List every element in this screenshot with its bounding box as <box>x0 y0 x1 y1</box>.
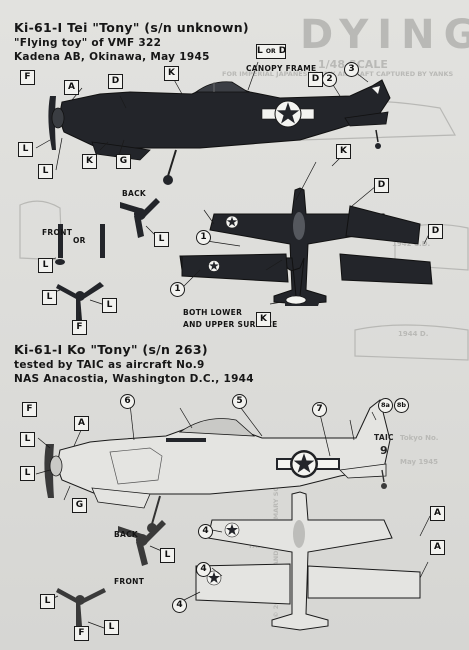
callout-6-s2: 6 <box>120 394 135 409</box>
s1-front-label: FRONT <box>42 228 73 237</box>
s2-top-view <box>195 491 421 631</box>
callout-1-s1b: 1 <box>170 282 185 297</box>
callout-L-s1a: L <box>18 142 33 157</box>
callout-4-s2a: 4 <box>198 524 213 539</box>
s2-front-label: FRONT <box>114 577 145 586</box>
s1-top-view <box>209 187 391 305</box>
callout-8b-s2: 8b <box>394 398 409 413</box>
both-lower-note: BOTH LOWER <box>183 308 243 317</box>
s2-location: NAS Anacostia, Washington D.C., 1944 <box>14 373 254 385</box>
tail-number: 9 <box>380 444 388 457</box>
callout-D-s1b: D <box>308 72 323 87</box>
callout-A-s2b: A <box>430 506 445 521</box>
callout-L-s2a: L <box>20 432 35 447</box>
callout-K-s1c: K <box>336 144 351 159</box>
callout-F-s2: F <box>22 402 37 417</box>
callout-L-s1c: L <box>154 232 169 247</box>
callout-A-s2: A <box>74 416 89 431</box>
canopy-frame-note: CANOPY FRAME <box>246 64 317 73</box>
tail-code: TAIC <box>374 433 394 442</box>
s1-subtitle: "Flying toy" of VMF 322 <box>14 37 162 49</box>
callout-5-s2: 5 <box>232 394 247 409</box>
s1-side-view <box>48 79 391 185</box>
callout-1-s1a: 1 <box>196 230 211 245</box>
callout-L-s1d: L <box>38 258 53 273</box>
callout-L-s1e: L <box>42 290 57 305</box>
callout-7-s2: 7 <box>312 402 327 417</box>
s2-title: Ki-61-I Ko "Tony" (s/n 263) <box>14 342 208 357</box>
bg-faint-3: Tokyo No. <box>400 434 439 442</box>
bg-dying-word: DYING <box>300 12 469 58</box>
callout-K-s1d: K <box>256 312 271 327</box>
callout-D-s1: D <box>108 74 123 89</box>
callout-F-s1b: F <box>72 320 87 335</box>
callout-4-s2c: 4 <box>172 598 187 613</box>
callout-L-s1f: L <box>102 298 117 313</box>
s2-back-label: BACK <box>114 530 139 539</box>
callout-L-s2e: L <box>104 620 119 635</box>
callout-D-s1d: D <box>428 224 443 239</box>
bg-faint-1: 1942 C.D. <box>392 240 431 248</box>
callout-F-s1: F <box>20 70 35 85</box>
s2-propeller-front <box>56 588 106 626</box>
s2-side-view <box>44 399 391 533</box>
s1-title: Ki-61-I Tei "Tony" (s/n unknown) <box>14 20 249 35</box>
s1-propeller-front <box>55 224 105 320</box>
callout-A-s2c: A <box>430 540 445 555</box>
callout-F-s2b: F <box>74 626 89 641</box>
callout-L-s2c: L <box>160 548 175 563</box>
callout-G-s2: G <box>72 498 87 513</box>
callout-K-s1a: K <box>164 66 179 81</box>
s1-location: Kadena AB, Okinawa, May 1945 <box>14 51 210 63</box>
s1-propeller-back <box>120 198 160 238</box>
callout-L-s1b: L <box>38 164 53 179</box>
callout-2-s1: 2 <box>322 72 337 87</box>
bg-faint-2: 1944 D. <box>398 330 429 338</box>
s2-subtitle: tested by TAIC as aircraft No.9 <box>14 359 205 371</box>
upper-surface-note: AND UPPER SURFACE <box>183 320 278 329</box>
callout-3-s1: 3 <box>344 62 359 77</box>
callout-D-s1c: D <box>374 178 389 193</box>
callout-L-s2b: L <box>20 466 35 481</box>
callout-4-s2b: 4 <box>196 562 211 577</box>
callout-A-s1: A <box>64 80 79 95</box>
s2-propeller-back <box>118 520 166 566</box>
callout-L-s2d: L <box>40 594 55 609</box>
callout-8a-s2: 8a <box>378 398 393 413</box>
s1-or-label: OR <box>73 236 86 245</box>
callout-G-s1: G <box>116 154 131 169</box>
callout-K-s1b: K <box>82 154 97 169</box>
s1-back-label: BACK <box>122 189 147 198</box>
bg-subtitle-line: FOR IMPERIAL JAPANESE ARMY AIRCRAFT CAPT… <box>222 70 454 78</box>
bg-faint-5: May 1945 <box>400 458 438 466</box>
s1-lower-wing <box>179 205 433 306</box>
callout-L-or-D-s1: L OR D <box>256 44 286 59</box>
